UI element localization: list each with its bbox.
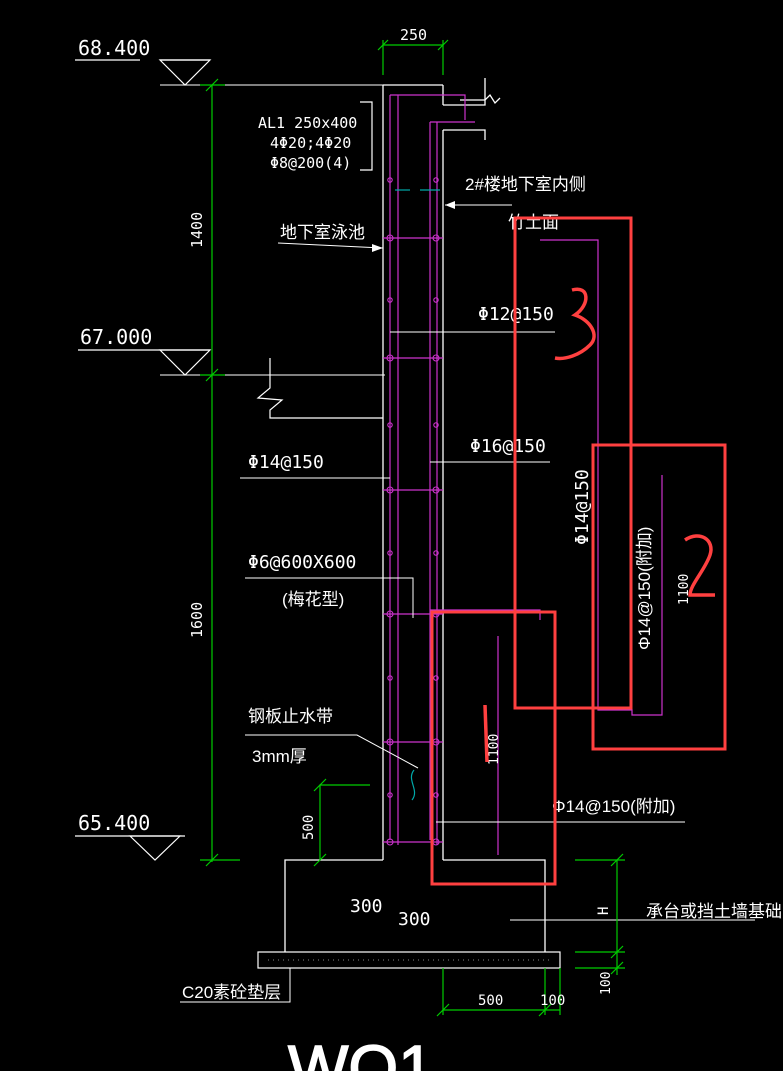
vertical-dimension-line: [200, 78, 240, 867]
elevation-top-label: 68.400: [78, 36, 150, 60]
highlight-box-1: [430, 610, 557, 886]
highlight-box-2: [591, 443, 727, 751]
footing-left-2-label: 300: [398, 909, 431, 930]
rebar-dots: [386, 177, 440, 846]
wall-thickness-label: 250: [400, 26, 427, 44]
tie-bar-label: Φ6@600X600: [248, 552, 356, 573]
elevation-marker-top: 68.400: [75, 36, 385, 86]
footing-dimensions: [313, 778, 625, 1017]
drawing-title: WQ1: [288, 1032, 434, 1071]
beam-label-line1: AL1 250x400: [258, 114, 357, 132]
dimension-upper-span: 1400: [188, 212, 206, 248]
elevation-middle-label: 67.000: [80, 325, 152, 349]
footing-outline: [284, 859, 546, 952]
footing-h-label: H: [596, 907, 612, 915]
arrow-pool: [372, 244, 383, 252]
cushion-leader: [180, 968, 291, 1003]
beam-label-line3: Φ8@200(4): [270, 154, 351, 172]
wall-rebar: [383, 94, 663, 855]
dimension-lower-span: 1600: [188, 602, 206, 638]
elevation-bottom-label: 65.400: [78, 811, 150, 835]
beam-label-line2: 4Φ20;4Φ20: [270, 134, 351, 152]
bar-length-1100-b: 1100: [677, 574, 692, 605]
rebar-14-left-label: Φ14@150: [248, 452, 324, 473]
beam-bracket: [360, 101, 373, 171]
tie-pattern-label: (梅花型): [282, 590, 344, 609]
rebar-14-extra-vertical-label: Φ14@150(附加): [635, 527, 654, 650]
building-label-line1: 2#楼地下室内侧: [465, 175, 586, 194]
waterstop-label-line1: 钢板止水带: [248, 707, 333, 726]
elevation-marker-middle: 67.000: [78, 325, 385, 376]
bar-length-1100-a: 1100: [487, 734, 502, 765]
waterstop-mark: [410, 769, 416, 801]
pool-label: 地下室泳池: [280, 223, 365, 242]
arrow-building: [445, 201, 455, 209]
cushion-label: C20素砼垫层: [182, 983, 281, 1002]
slab-break-left: [256, 358, 383, 419]
wall-thickness-dimension: [377, 39, 449, 75]
rebar-14-vertical-label: Φ14@150: [572, 469, 593, 545]
waterstop-label-line2: 3mm厚: [252, 747, 307, 766]
wall-outline: [382, 78, 501, 860]
beam-label: AL1 250x400 4Φ20;4Φ20 Φ8@200(4): [258, 114, 357, 172]
cushion-thickness-label: 100: [599, 972, 614, 995]
waterstop-height-label: 500: [301, 815, 317, 840]
highlight-box-3: [513, 216, 633, 710]
footing-left-label: 300: [350, 896, 383, 917]
leader-lines: [240, 204, 755, 921]
foundation-label: 承台或挡土墙基础: [646, 902, 782, 921]
base-500-label: 500: [478, 993, 503, 1009]
base-100-label: 100: [540, 993, 565, 1009]
rebar-14-extra-horizontal-label: Φ14@150(附加): [552, 797, 675, 816]
cushion-layer: [257, 951, 561, 969]
elevation-marker-bottom: 65.400: [75, 811, 185, 861]
rebar-16-label: Φ16@150: [470, 436, 546, 457]
